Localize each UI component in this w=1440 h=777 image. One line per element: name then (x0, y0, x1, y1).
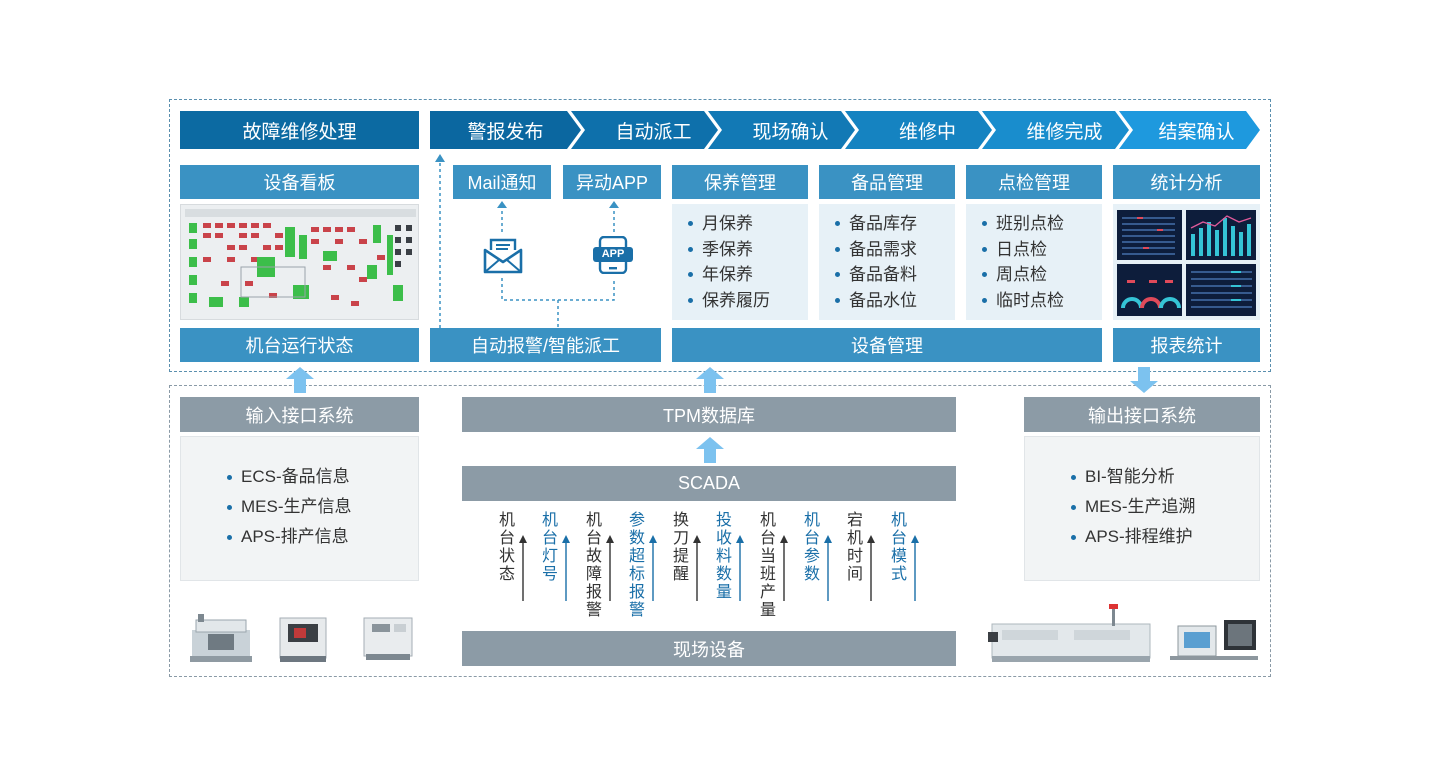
top-system-frame (169, 99, 1271, 372)
input-interface-header: 输入接口系统 (180, 397, 419, 432)
list-item: 备品需求 (833, 237, 955, 263)
list-item: APS-排程维护 (1069, 522, 1259, 552)
signal-up-arrow (911, 535, 919, 601)
mail-icon (483, 238, 523, 274)
stats-analysis-box (1113, 204, 1260, 320)
step-repairing: 维修中 (898, 121, 956, 143)
aoi-machine-image (363, 617, 413, 660)
input-interface-list: ECS-备品信息 MES-生产信息 APS-排产信息 (225, 462, 418, 552)
output-interface-box: BI-智能分析 MES-生产追溯 APS-排程维护 (1024, 436, 1260, 581)
list-item: 班别点检 (980, 211, 1102, 237)
inspection-mgmt-box: 班别点检 日点检 周点检 临时点检 (966, 204, 1102, 320)
step-chevron-1 (430, 111, 581, 149)
list-item: 备品库存 (833, 211, 955, 237)
analytics-dashboard-thumbnails (1117, 210, 1256, 316)
signal-up-arrow (780, 535, 788, 601)
tpm-database: TPM数据库 (462, 397, 956, 432)
step-chevron-6 (1119, 111, 1260, 149)
dashboard-header: 设备看板 (180, 165, 419, 199)
list-item: ECS-备品信息 (225, 462, 418, 492)
field-devices-bar: 现场设备 (462, 631, 956, 666)
signal-up-arrow (519, 535, 527, 601)
signal-label-downtime: 宕机时间 (846, 512, 863, 583)
signal-label-material-qty: 投收料数量 (715, 512, 732, 601)
signal-label-machine-params: 机台参数 (803, 512, 820, 583)
machine-status-footer: 机台运行状态 (180, 328, 419, 362)
list-item: 保养履历 (686, 288, 808, 314)
alarm-flow-connectors (435, 154, 619, 328)
signal-up-arrow (867, 535, 875, 601)
fault-repair-header: 故障维修处理 (180, 111, 419, 149)
maintenance-mgmt-box: 月保养 季保养 年保养 保养履历 (672, 204, 808, 320)
step-alarm-publish: 警报发布 (467, 121, 544, 143)
step-chevron-5 (982, 111, 1129, 149)
list-item: MES-生产信息 (225, 492, 418, 522)
signal-label-machine-status: 机台状态 (498, 512, 515, 583)
scada-bar: SCADA (462, 466, 956, 501)
workflow-chevrons (430, 111, 1260, 149)
down-arrow-icon (1130, 367, 1158, 393)
step-site-confirm: 现场确认 (752, 121, 829, 143)
list-item: 日点检 (980, 237, 1102, 263)
signal-up-arrow (824, 535, 832, 601)
list-item: BI-智能分析 (1069, 462, 1259, 492)
signal-up-arrow (562, 535, 570, 601)
step-auto-dispatch: 自动派工 (615, 121, 692, 143)
signal-up-arrow (649, 535, 657, 601)
list-item: 临时点检 (980, 288, 1102, 314)
step-repair-done: 维修完成 (1026, 121, 1103, 143)
placement-machine-image (279, 617, 327, 662)
output-interface-list: BI-智能分析 MES-生产追溯 APS-排程维护 (1069, 462, 1259, 552)
bottom-system-frame (169, 385, 1271, 677)
up-arrow-icon (696, 437, 724, 463)
dashboard-thumbnail-graphic (181, 205, 418, 319)
spare-parts-list: 备品库存 备品需求 备品备料 备品水位 (833, 211, 955, 313)
output-interface-header: 输出接口系统 (1024, 397, 1260, 432)
dashboard-screenshot (180, 204, 419, 320)
auto-alarm-footer: 自动报警/智能派工 (430, 328, 661, 362)
reflow-oven-image (988, 604, 1151, 662)
input-interface-box: ECS-备品信息 MES-生产信息 APS-排产信息 (180, 436, 419, 581)
step-case-close: 结案确认 (1158, 121, 1235, 143)
list-item: 周点检 (980, 262, 1102, 288)
list-item: APS-排产信息 (225, 522, 418, 552)
step-chevron-4 (845, 111, 992, 149)
step-chevron-3 (708, 111, 855, 149)
signal-label-fault-alarm: 机台故障报警 (585, 512, 602, 619)
signal-up-arrow (736, 535, 744, 601)
app-notify-header: 异动APP (563, 165, 661, 199)
signal-up-arrow (606, 535, 614, 601)
signal-up-arrow (693, 535, 701, 601)
report-stats-footer: 报表统计 (1113, 328, 1260, 362)
printer-machine-image (190, 614, 252, 662)
spare-parts-box: 备品库存 备品需求 备品备料 备品水位 (819, 204, 955, 320)
equipment-mgmt-footer: 设备管理 (672, 328, 1102, 362)
list-item: 备品水位 (833, 288, 955, 314)
up-arrow-icon (696, 367, 724, 393)
signal-label-shift-output: 机台当班产量 (759, 512, 776, 619)
maintenance-list: 月保养 季保养 年保养 保养履历 (686, 211, 808, 313)
signal-label-tool-change: 换刀提醒 (672, 512, 689, 583)
signal-label-param-alarm: 参数超标报警 (628, 512, 645, 619)
maintenance-mgmt-header: 保养管理 (672, 165, 808, 199)
list-item: MES-生产追溯 (1069, 492, 1259, 522)
list-item: 备品备料 (833, 262, 955, 288)
signal-label-machine-light: 机台灯号 (541, 512, 558, 583)
list-item: 月保养 (686, 211, 808, 237)
stats-analysis-header: 统计分析 (1113, 165, 1260, 199)
list-item: 年保养 (686, 262, 808, 288)
spare-parts-header: 备品管理 (819, 165, 955, 199)
test-station-image (1170, 620, 1258, 660)
list-item: 季保养 (686, 237, 808, 263)
inspection-list: 班别点检 日点检 周点检 临时点检 (980, 211, 1102, 313)
app-icon: APP (592, 236, 634, 274)
up-arrow-icon (286, 367, 314, 393)
signal-label-machine-mode: 机台模式 (890, 512, 907, 583)
inspection-mgmt-header: 点检管理 (966, 165, 1102, 199)
step-chevron-2 (571, 111, 718, 149)
mail-notify-header: Mail通知 (453, 165, 551, 199)
app-badge-label: APP (601, 248, 625, 260)
